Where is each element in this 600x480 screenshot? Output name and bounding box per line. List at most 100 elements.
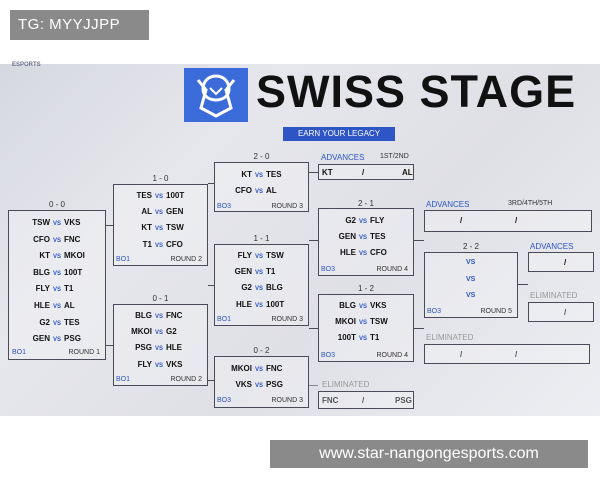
advanced-team: KT (322, 168, 333, 177)
tg-label: TG: MYYJJPP (10, 10, 149, 40)
eliminated-box-1 (318, 391, 414, 409)
format-label: BO3 (217, 397, 232, 404)
team-name: GEN (234, 267, 252, 277)
team-name: T1 (64, 284, 74, 294)
team-name: PSG (135, 343, 152, 353)
vs-label: VS (53, 320, 62, 327)
bracket-title-1-2: 1 - 2 (357, 284, 374, 293)
team-name: VKS (166, 359, 183, 369)
bracket-box-1-1 (214, 244, 309, 326)
format-label: BO3 (321, 266, 336, 273)
team-name: AL (266, 186, 277, 196)
advanced-team: AL (402, 168, 413, 177)
advances-label: ADVANCES (426, 200, 470, 209)
bracket-title-1-1: 1 - 1 (253, 234, 270, 243)
vs-label: VS (359, 320, 368, 327)
round-label: ROUND 5 (480, 308, 512, 315)
team-name: AL (141, 207, 152, 217)
connector-line (208, 285, 214, 286)
team-name: HLE (340, 248, 356, 258)
team-name: FNC (64, 234, 81, 244)
slot-divider: / (564, 258, 567, 267)
format-label: BO1 (217, 316, 232, 323)
team-name: KT (39, 251, 50, 261)
eliminated-box-3 (528, 302, 594, 322)
format-label: BO1 (116, 256, 131, 263)
slot-divider: / (460, 216, 463, 225)
bracket-box-0-0 (8, 210, 106, 360)
format-label: BO3 (217, 203, 232, 210)
bracket-box-1-2 (318, 294, 414, 362)
team-name: TSW (32, 218, 50, 227)
vs-label: VS (359, 336, 368, 343)
team-name: FNC (266, 364, 283, 373)
round-label: ROUND 2 (170, 376, 202, 383)
connector-line (518, 284, 528, 285)
eliminated-label: ELIMINATED (426, 333, 474, 342)
bracket-box-0-1 (113, 304, 208, 386)
vs-label: VS (359, 251, 368, 258)
team-name: VKS (370, 301, 387, 310)
connector-line (414, 240, 424, 241)
vs-label: VS (359, 304, 368, 310)
vs-label: VS (53, 270, 62, 277)
team-name: FNC (166, 311, 183, 320)
vs-label: VS (155, 314, 164, 320)
vs-label: VS (255, 383, 264, 390)
team-name: G2 (345, 216, 356, 225)
team-name: MKOI (64, 251, 85, 261)
eliminated-label: ELIMINATED (322, 380, 370, 389)
page-title: SWISS STAGE (256, 66, 577, 117)
format-label: BO1 (116, 376, 131, 383)
team-name: KT (241, 170, 252, 179)
vs-label: VS (53, 287, 62, 294)
team-name: AL (64, 301, 75, 310)
vs-label: VS (466, 276, 476, 283)
team-name: BLG (135, 311, 152, 320)
connector-line (106, 225, 113, 226)
team-name: TSW (166, 223, 184, 233)
watermark-url: www.star-nangongesports.com (270, 440, 588, 468)
team-name: MKOI (335, 317, 356, 327)
vs-label: VS (53, 337, 62, 344)
advances-label: ADVANCES (530, 242, 574, 251)
connector-line (309, 240, 318, 241)
bracket-box-2-0 (214, 162, 309, 212)
team-name: 100T (337, 333, 356, 343)
esports-label: ESPORTS (12, 62, 41, 68)
slot-divider: / (362, 168, 365, 177)
team-name: 100T (166, 191, 185, 200)
vs-label: VS (255, 270, 264, 277)
team-name: BLG (33, 267, 50, 277)
vs-label: VS (255, 189, 264, 196)
team-name: 100T (266, 299, 285, 309)
advances-box-2 (424, 210, 592, 232)
vs-label: VS (255, 286, 264, 293)
team-name: HLE (236, 299, 252, 309)
bracket-box-2-1 (318, 208, 414, 276)
vs-label: VS (155, 226, 164, 233)
advances-box-3 (528, 252, 594, 272)
connector-line (208, 380, 214, 381)
team-name: KT (141, 223, 152, 233)
team-name: VKS (235, 380, 252, 390)
